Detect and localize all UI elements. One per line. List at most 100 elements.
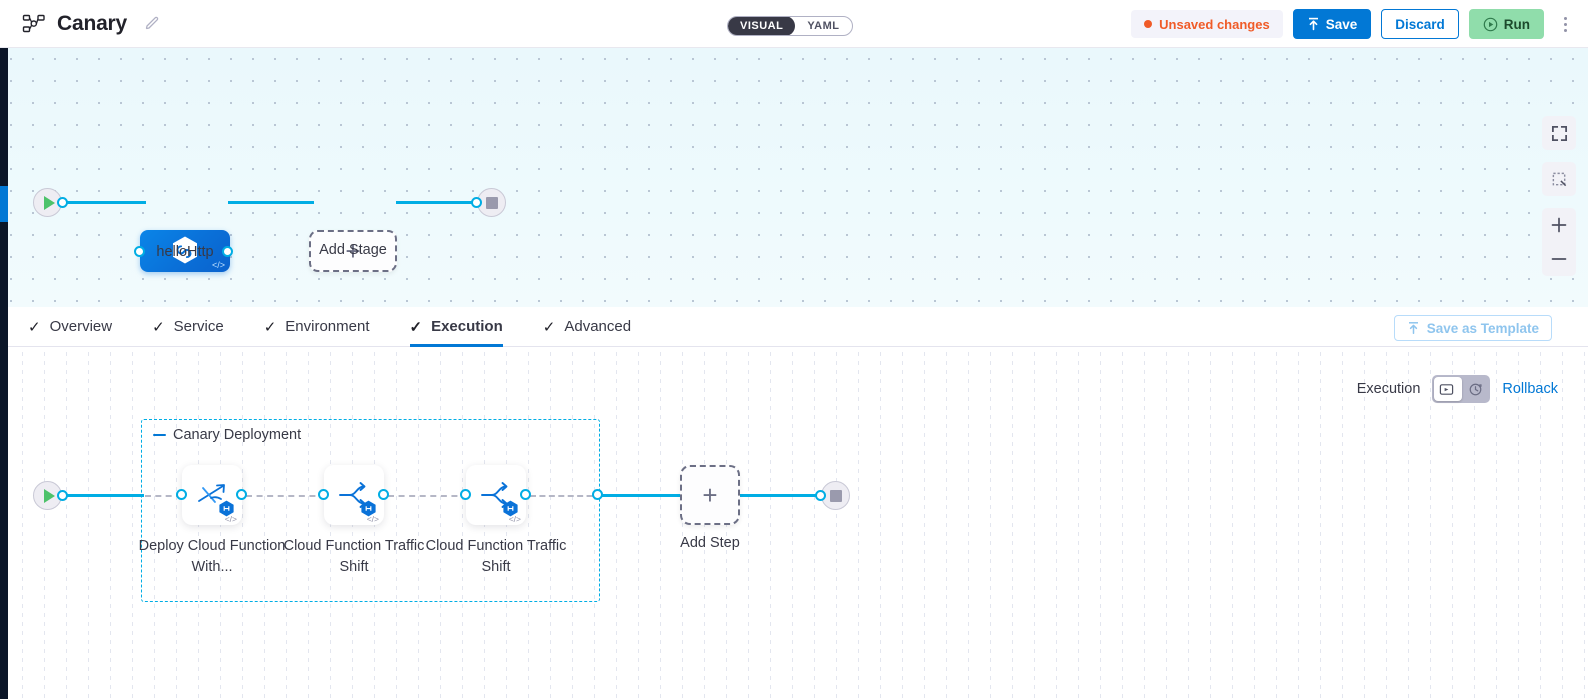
app-header: Canary VISUAL YAML Unsaved changes Sa [0, 0, 1588, 48]
status-badge-unsaved: Unsaved changes [1131, 10, 1283, 38]
run-button[interactable]: Run [1468, 9, 1544, 39]
stage-canvas[interactable]: </> helloHttp + Add Stage [0, 48, 1588, 307]
execution-steps-icon[interactable] [1432, 375, 1461, 403]
mode-yaml[interactable]: YAML [807, 20, 840, 32]
edge-dash-step1-step2 [246, 495, 326, 497]
selection-box-icon[interactable] [1542, 162, 1576, 196]
stage-label: helloHttp [156, 244, 214, 260]
tab-advanced-label: Advanced [564, 318, 632, 335]
tab-advanced[interactable]: ✓ Advanced [543, 307, 631, 347]
end-node-port[interactable] [471, 197, 482, 208]
header-actions: Unsaved changes Save Discard Run [1131, 0, 1576, 48]
exec-start-node[interactable] [33, 481, 68, 510]
deploy-function-icon [198, 484, 225, 503]
tab-execution[interactable]: ✓ Execution [409, 307, 504, 347]
exec-end-node[interactable] [815, 481, 850, 510]
edge-dash-step2-step3 [388, 495, 468, 497]
rollback-link[interactable]: Rollback [1502, 381, 1558, 397]
harness-hexagon-badge [360, 500, 376, 517]
exec-start-port[interactable] [57, 490, 68, 501]
expand-icon[interactable] [1542, 116, 1576, 150]
add-stage-button[interactable]: + [309, 230, 397, 272]
check-icon: ✓ [28, 318, 41, 336]
pipeline-nodes-icon [22, 14, 46, 34]
step-node-deploy-cloud-function[interactable]: </> [182, 465, 242, 525]
kebab-menu-icon[interactable] [1554, 9, 1576, 39]
edge-addstep-to-end [738, 494, 828, 497]
exec-end-port[interactable] [815, 490, 826, 501]
start-node-port[interactable] [57, 197, 68, 208]
edge-start-to-stage [60, 201, 146, 204]
stage-code-badge: </> [211, 260, 225, 270]
stage-output-port[interactable] [222, 246, 233, 257]
add-step-plus-icon: + [702, 479, 718, 510]
run-label: Run [1503, 16, 1530, 32]
step1-input-port[interactable] [176, 489, 187, 500]
canvas-controls [1542, 116, 1576, 276]
group-exit-port[interactable] [592, 489, 603, 500]
start-node[interactable] [33, 188, 68, 217]
template-upload-icon [1408, 322, 1418, 334]
add-step-button[interactable]: + [680, 465, 740, 525]
stage-node-hellohttp[interactable]: </> [140, 230, 230, 272]
header-left-group: Canary [0, 12, 161, 36]
save-button[interactable]: Save [1292, 9, 1372, 39]
execution-canvas[interactable]: Canary Deployment </> Deploy Cloud Funct… [0, 347, 1588, 699]
step-group-title: Canary Deployment [173, 427, 302, 443]
left-nav-edge [0, 48, 8, 699]
save-label: Save [1325, 16, 1358, 32]
stop-square-icon [829, 489, 842, 502]
end-node[interactable] [471, 188, 506, 217]
pencil-edit-icon[interactable] [144, 15, 161, 32]
stage-tabbar: ✓ Overview ✓ Service ✓ Environment ✓ Exe… [0, 307, 1588, 347]
tab-overview[interactable]: ✓ Overview [28, 307, 112, 347]
step2-output-port[interactable] [378, 489, 389, 500]
tab-overview-label: Overview [49, 318, 113, 335]
plus-icon[interactable] [1542, 208, 1576, 242]
step-code-badge: </> [224, 514, 237, 524]
stage-input-port[interactable] [134, 246, 145, 257]
step-code-badge: </> [508, 514, 521, 524]
step3-output-port[interactable] [520, 489, 531, 500]
mode-visual[interactable]: VISUAL [728, 17, 796, 35]
tab-environment[interactable]: ✓ Environment [264, 307, 370, 347]
check-icon: ✓ [409, 318, 423, 336]
mode-toggle[interactable]: VISUAL YAML [727, 16, 853, 36]
play-triangle-icon [43, 195, 55, 210]
stop-square-icon [485, 196, 498, 209]
edge-addstage-to-end [396, 201, 482, 204]
step1-label: Deploy Cloud Function With... [138, 538, 286, 576]
step-group-canary-deployment[interactable] [141, 419, 600, 602]
step-node-traffic-shift-2[interactable]: </> [466, 465, 526, 525]
harness-hexagon-icon [173, 236, 197, 264]
check-icon: ✓ [152, 318, 165, 336]
run-play-icon [1483, 17, 1498, 31]
step2-label: Cloud Function Traffic Shift [283, 538, 425, 576]
exec-start-circle [33, 481, 62, 510]
step-group-header[interactable]: Canary Deployment [153, 427, 301, 443]
minus-icon[interactable] [1542, 242, 1576, 276]
step-node-traffic-shift-1[interactable]: </> [324, 465, 384, 525]
save-upload-icon [1308, 17, 1318, 31]
add-stage-plus-icon: + [345, 235, 361, 266]
edge-start-to-group [60, 494, 144, 497]
step3-input-port[interactable] [460, 489, 471, 500]
edge-stage-to-addstage [228, 201, 314, 204]
tab-service[interactable]: ✓ Service [152, 307, 224, 347]
check-icon: ✓ [542, 318, 556, 336]
tab-environment-label: Environment [285, 318, 370, 335]
rollback-clock-icon[interactable] [1461, 375, 1490, 403]
collapse-dash-icon[interactable] [153, 433, 166, 437]
harness-hexagon-badge [218, 500, 234, 517]
step2-input-port[interactable] [318, 489, 329, 500]
play-triangle-icon [43, 488, 55, 503]
save-as-template-button[interactable]: Save as Template [1393, 315, 1552, 341]
zoom-controls [1542, 208, 1576, 276]
step1-output-port[interactable] [236, 489, 247, 500]
execution-rollback-toggle[interactable] [1432, 375, 1491, 403]
discard-button[interactable]: Discard [1381, 9, 1459, 39]
left-nav-accent [0, 186, 8, 222]
check-icon: ✓ [263, 318, 277, 336]
harness-hexagon-badge [502, 500, 518, 517]
